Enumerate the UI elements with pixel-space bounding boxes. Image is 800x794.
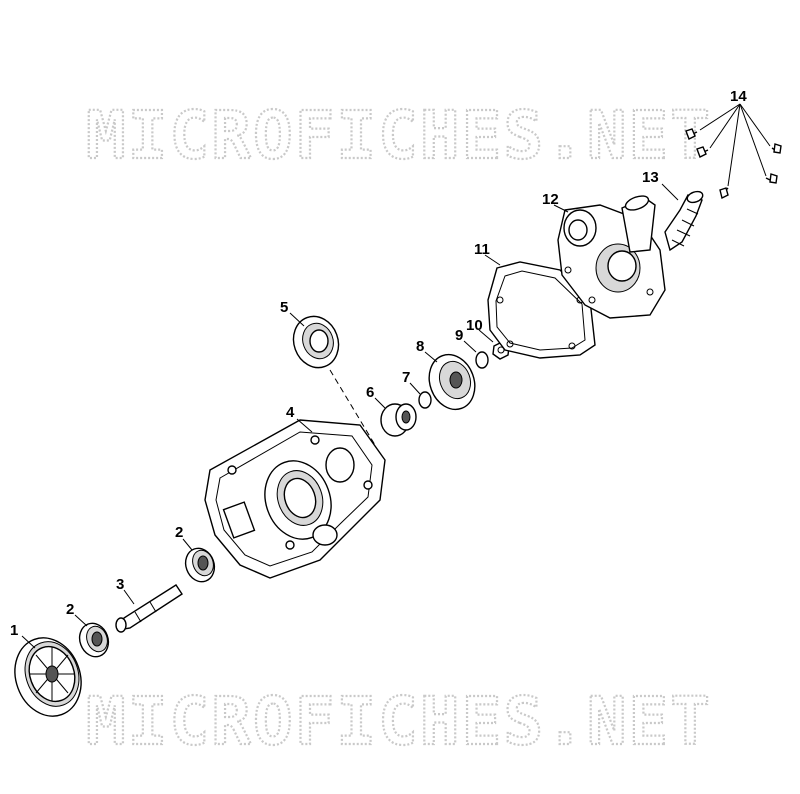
part-2-bearing-lower <box>78 622 110 658</box>
bolt-1 <box>685 128 698 140</box>
watermark-top: MICROFICHES.NET <box>86 97 712 174</box>
bolt-3 <box>719 187 729 200</box>
watermark-bottom: MICROFICHES.NET <box>86 683 712 760</box>
callout-10: 10 <box>466 317 483 334</box>
part-13-elbow-fitting <box>664 190 704 252</box>
callout-2-lower: 2 <box>66 601 74 618</box>
callout-8: 8 <box>416 338 424 355</box>
dashed-alignment-line <box>329 369 376 446</box>
callout-2-upper: 2 <box>175 524 183 541</box>
bolt-2 <box>696 146 709 158</box>
bolt-5 <box>765 173 778 184</box>
part-11-gasket <box>487 261 596 359</box>
part-9-washer <box>475 351 489 369</box>
part-3-shaft <box>115 584 183 633</box>
part-14-bolts <box>685 128 782 200</box>
part-5-seal <box>292 315 340 369</box>
callout-11: 11 <box>474 241 490 258</box>
callout-3: 3 <box>116 576 124 593</box>
callout-1: 1 <box>10 622 18 639</box>
part-1-gear <box>14 637 82 717</box>
callout-6: 6 <box>366 384 374 401</box>
callout-5: 5 <box>280 299 288 316</box>
callout-7: 7 <box>402 369 410 386</box>
part-2-bearing-upper <box>184 547 216 583</box>
leader-lines <box>21 103 771 649</box>
callout-4: 4 <box>286 404 295 421</box>
part-4-housing <box>204 419 386 579</box>
callout-12: 12 <box>542 191 559 208</box>
callout-9: 9 <box>455 327 463 344</box>
part-8-impeller <box>428 353 476 411</box>
part-7-ring <box>418 391 432 409</box>
part-12-pump-cover <box>557 195 666 319</box>
bolt-4 <box>771 143 782 154</box>
callout-14: 14 <box>730 88 747 105</box>
callout-13: 13 <box>642 169 659 186</box>
part-6-spacer <box>380 403 417 437</box>
